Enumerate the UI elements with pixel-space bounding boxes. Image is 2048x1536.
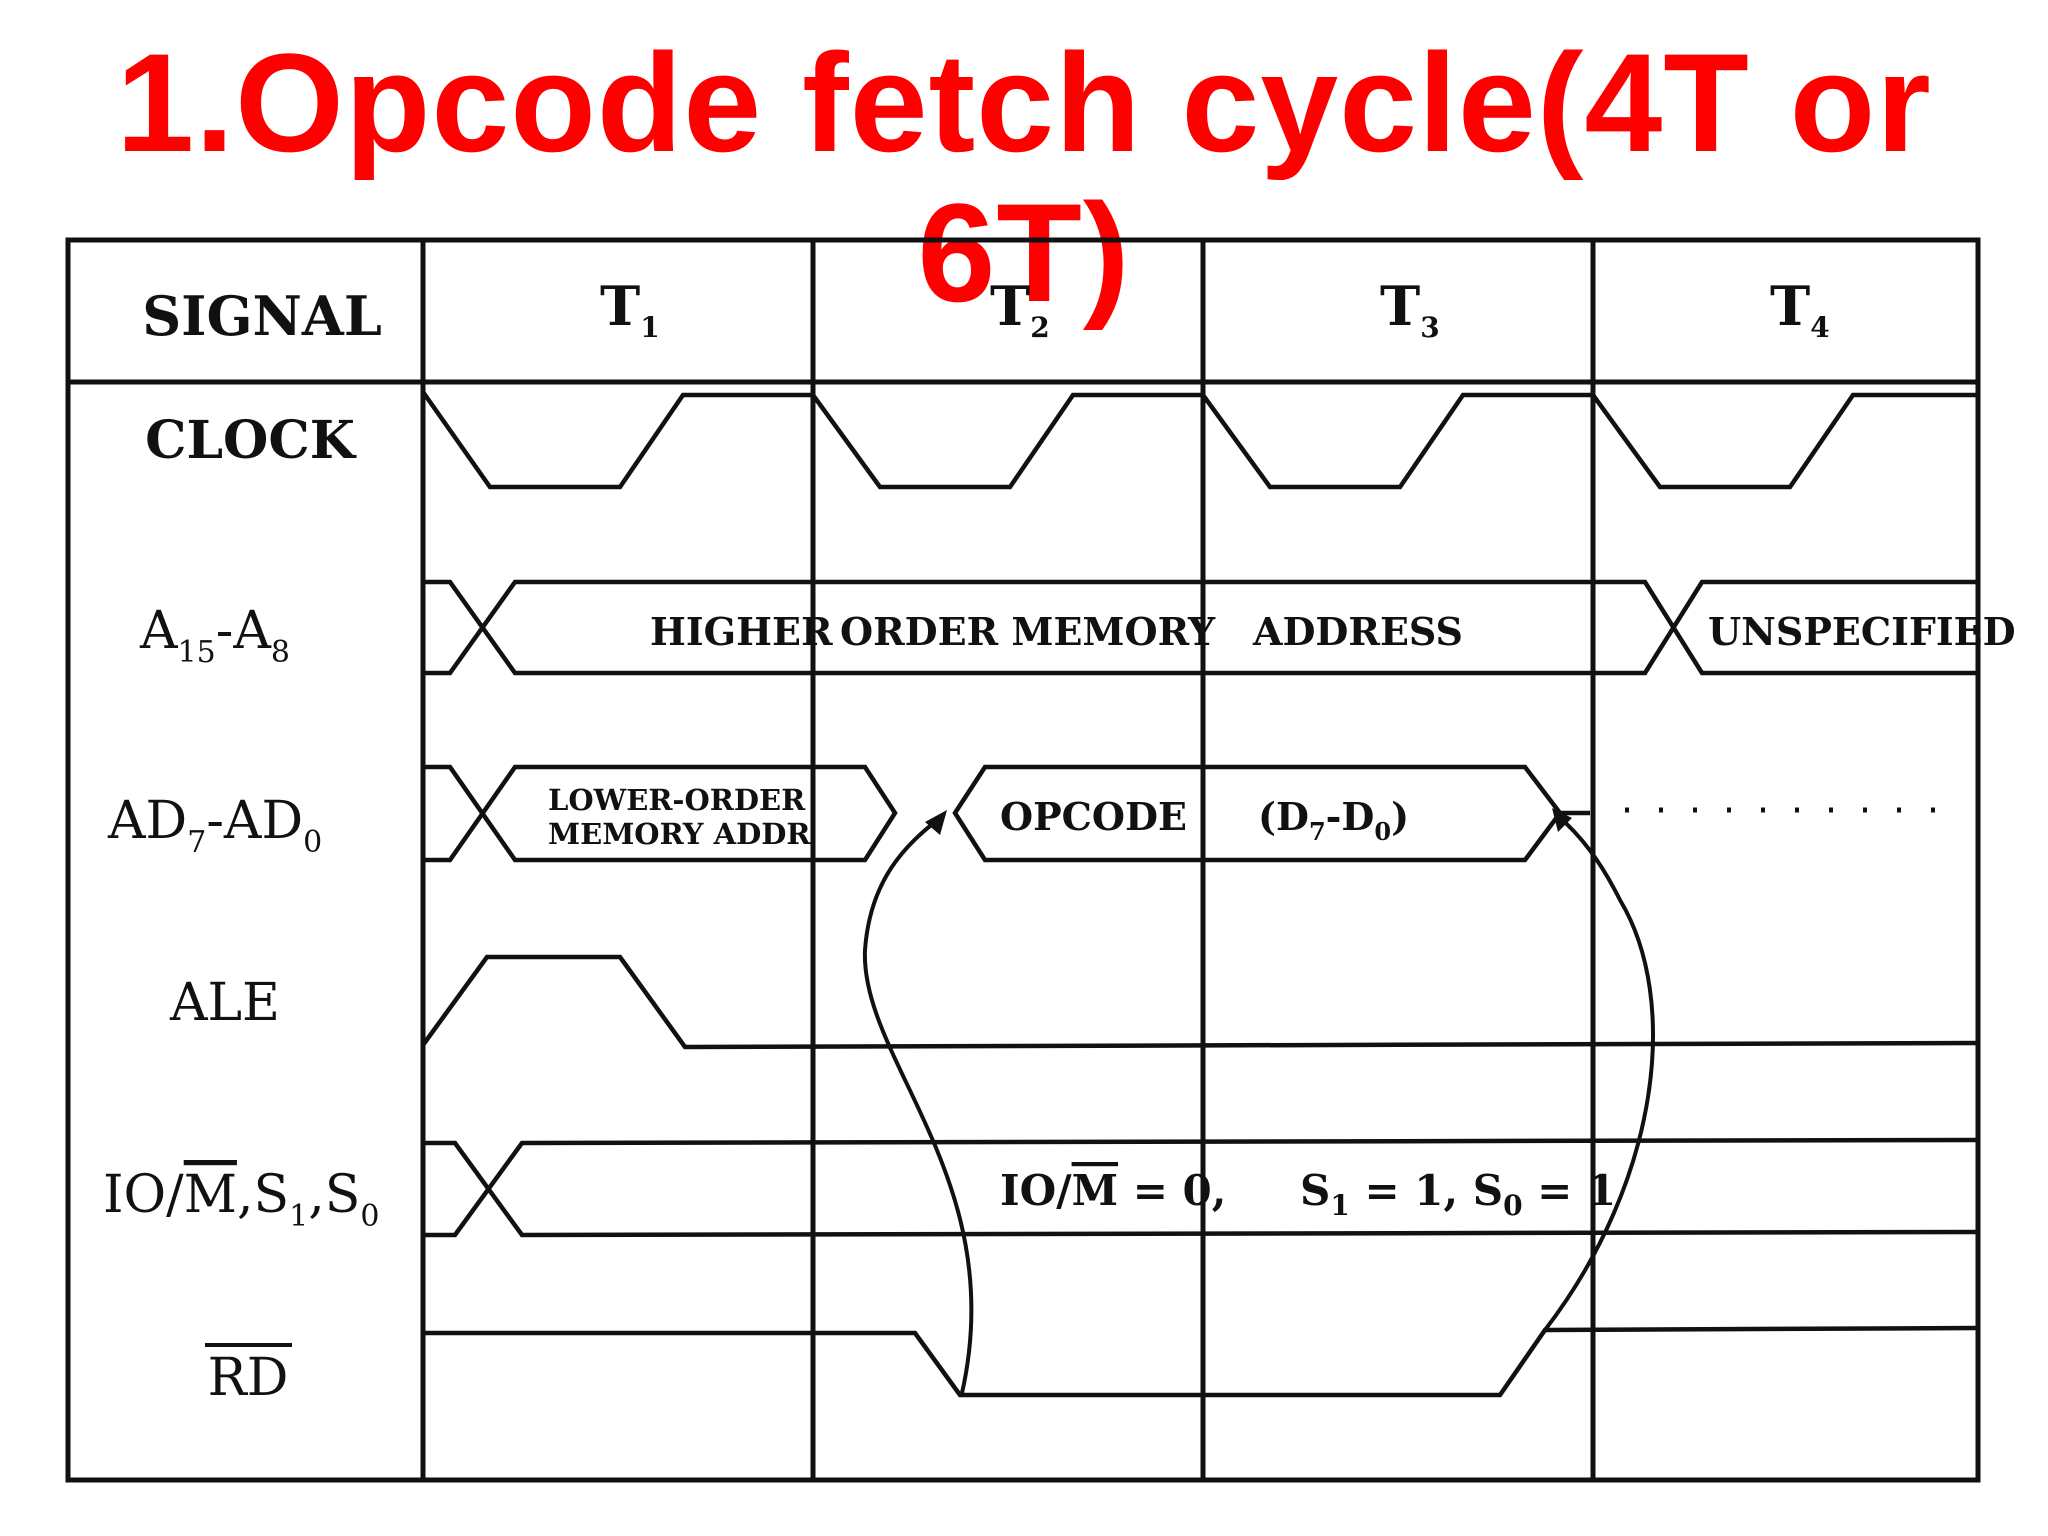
address-text: ADDRESS	[1252, 609, 1463, 654]
s1-s0-text: S1 = 1, S0 = 1	[1300, 1166, 1616, 1222]
order-memory-text: ORDER MEMORY	[840, 609, 1216, 654]
io-m-status-waveform	[423, 1137, 1979, 1238]
a15-a8-label: A15-A8	[139, 601, 290, 670]
t2-header: T2	[990, 274, 1050, 344]
a15-a8-bus-waveform	[423, 579, 1978, 676]
higher-text: HIGHER	[650, 609, 833, 654]
signal-header: SIGNAL	[142, 284, 382, 348]
ad7-ad0-label: AD7-AD0	[107, 791, 322, 860]
lower-order-text: LOWER-ORDER	[548, 783, 806, 817]
clock-label: CLOCK	[145, 410, 357, 471]
rd-to-bus-arrows	[862, 808, 1655, 1394]
clock-waveform	[421, 390, 1978, 490]
opcode-text: OPCODE	[1000, 794, 1187, 839]
t4-header: T4	[1770, 274, 1830, 344]
t3-header: T3	[1380, 274, 1440, 344]
ale-waveform	[421, 954, 1979, 1050]
io-m-s1-s0-label: IO/M,S1,S0	[103, 1165, 379, 1234]
memory-addr-text: MEMORY ADDR	[548, 817, 811, 851]
t1-header: T1	[600, 274, 660, 344]
page-title: 1.Opcode fetch cycle(4T or 6T)	[116, 24, 1932, 331]
io-m-zero-text: IO/M = 0,	[1000, 1166, 1226, 1215]
rd-label: RD	[208, 1348, 289, 1408]
unspecified-text: UNSPECIFIED	[1708, 609, 2016, 654]
table-border	[65, 237, 1981, 1483]
rd-waveform	[423, 1325, 1979, 1398]
ale-label: ALE	[169, 973, 280, 1033]
data-d7-d0-text: (D7-D0)	[1258, 794, 1409, 846]
